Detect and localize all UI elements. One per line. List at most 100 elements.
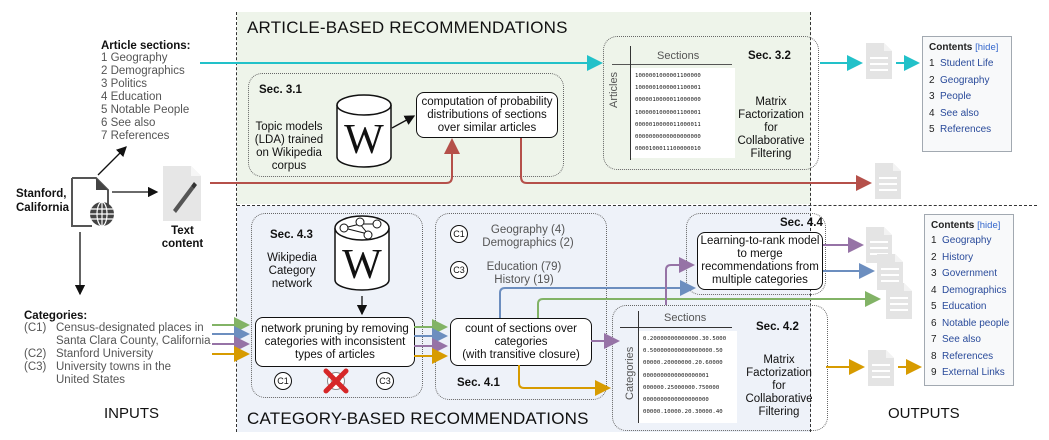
matrix-row: 1000001000001100001 — [635, 85, 701, 92]
toc-item[interactable]: 7 See also — [931, 332, 1013, 349]
output-doc-icon-c2 — [877, 254, 903, 290]
count-geography: Geography (4) — [490, 224, 566, 236]
toc-item[interactable]: 9 External Links — [931, 365, 1013, 382]
output-doc-icon-text — [875, 163, 901, 199]
toc-item[interactable]: 4 See also — [929, 106, 1011, 123]
sec32-hrule — [612, 64, 732, 65]
wiki-article-icon — [71, 177, 114, 227]
toc-item-link[interactable]: Geography — [942, 235, 992, 246]
c1-kept-badge: C1 — [274, 372, 292, 390]
sec32-row-header: Articles — [608, 72, 620, 108]
category-name: University towns in the United States — [56, 361, 172, 386]
article-section-item: 7 References — [101, 130, 170, 142]
matrix-row: 0000000000000000000 — [635, 134, 701, 141]
toc-category-hide-link[interactable]: [hide] — [977, 220, 1001, 231]
toc-item-link[interactable]: See also — [940, 107, 979, 119]
sec43-description: Wikipedia Category network — [267, 252, 317, 290]
toc-item-number: 7 — [931, 334, 937, 345]
toc-item-number: 4 — [929, 107, 935, 119]
network-graph-icon — [339, 217, 382, 240]
article-panel-title: ARTICLE-BASED RECOMMENDATIONS — [247, 18, 568, 37]
toc-item-link[interactable]: People — [940, 91, 972, 102]
sec44-label: Sec. 4.4 — [780, 217, 823, 229]
globe-icon — [90, 201, 114, 227]
sec41-c1-badge: C1 — [450, 225, 468, 243]
sec32-row-header-text: Articles — [608, 71, 620, 108]
matrix-row: 0000000000000000001 — [643, 372, 709, 379]
toc-item-link[interactable]: Demographics — [942, 284, 1007, 296]
toc-item-link[interactable]: Geography — [940, 74, 990, 86]
outputs-divider — [810, 12, 811, 432]
article-section-item: 1 Geography — [101, 52, 168, 64]
toc-category-title: Contents — [931, 220, 975, 231]
text-content-icon — [163, 166, 201, 221]
category-panel-title: CATEGORY-BASED RECOMMENDATIONS — [247, 409, 589, 428]
svg-text:W: W — [342, 242, 382, 288]
matrix-row: 1000001000001100001 — [635, 109, 701, 116]
sec44-box — [686, 213, 826, 295]
sec31-process-box: computation of probability distributions… — [416, 92, 558, 138]
sec42-description: Matrix Factorization for Collaborative F… — [745, 354, 813, 418]
svg-text:W: W — [344, 117, 384, 163]
toc-item-link[interactable]: References — [942, 350, 994, 362]
toc-item-link[interactable]: Student Life — [940, 58, 994, 69]
toc-item[interactable]: 6 Notable people — [931, 316, 1013, 333]
outputs-label: OUTPUTS — [888, 405, 960, 422]
output-doc-icon-c1 — [886, 283, 912, 319]
toc-item-link[interactable]: Education — [942, 301, 987, 312]
removed-cross-icon — [323, 368, 349, 394]
toc-article-hide-link[interactable]: [hide] — [975, 42, 999, 53]
matrix-row: 00000.10000.20.30000.40 — [643, 409, 723, 416]
sec42-hrule — [620, 327, 732, 328]
sec44-process-box: Learning-to-rank model to merge recommen… — [697, 232, 823, 290]
toc-item-link[interactable]: Notable people — [942, 317, 1010, 329]
toc-item-link[interactable]: References — [940, 124, 992, 135]
matrix-row: 0000100011100000010 — [635, 146, 701, 153]
inputs-divider — [236, 12, 237, 432]
article-section-item: 6 See also — [101, 117, 156, 129]
toc-item-number: 9 — [931, 367, 937, 378]
article-section-item: 4 Education — [101, 91, 162, 103]
article-sections-title: Article sections: — [101, 40, 191, 52]
toc-item-link[interactable]: See also — [942, 334, 981, 345]
matrix-row: 000000.25000000.750000 — [643, 384, 720, 391]
sec32-description: Matrix Factorization for Collaborative F… — [737, 96, 805, 160]
sec31-description: Topic models (LDA) trained on Wikipedia … — [254, 121, 324, 172]
category-id: (C2) — [24, 348, 47, 360]
sec42-row-header: Categories — [624, 347, 636, 400]
matrix-row: 0000000000000000000 — [643, 397, 709, 404]
categories-title: Categories: — [24, 310, 88, 322]
sec41-label: Sec. 4.1 — [457, 377, 500, 389]
toc-item-link[interactable]: History — [942, 251, 974, 263]
toc-item-number: 6 — [931, 317, 937, 329]
toc-item-link[interactable]: External Links — [942, 367, 1005, 378]
toc-item-link[interactable]: Government — [942, 268, 998, 279]
article-section-item: 3 Politics — [101, 78, 148, 90]
pen-icon — [173, 182, 197, 213]
wikipedia-db-icon: W — [336, 94, 392, 168]
sec32-label: Sec. 3.2 — [748, 50, 791, 62]
sec43-box — [251, 213, 423, 398]
category-network-db-icon: W — [334, 215, 390, 291]
count-education: Education (79) — [486, 261, 562, 273]
count-demographics: Demographics (2) — [482, 237, 574, 249]
inputs-label: INPUTS — [104, 405, 160, 422]
matrix-row: 0000010000011000011 — [635, 121, 701, 128]
categories: Categories: (C1)Census-designated places… — [24, 310, 210, 387]
panel-divider — [237, 205, 1037, 206]
sec43-label: Sec. 4.3 — [270, 229, 313, 241]
